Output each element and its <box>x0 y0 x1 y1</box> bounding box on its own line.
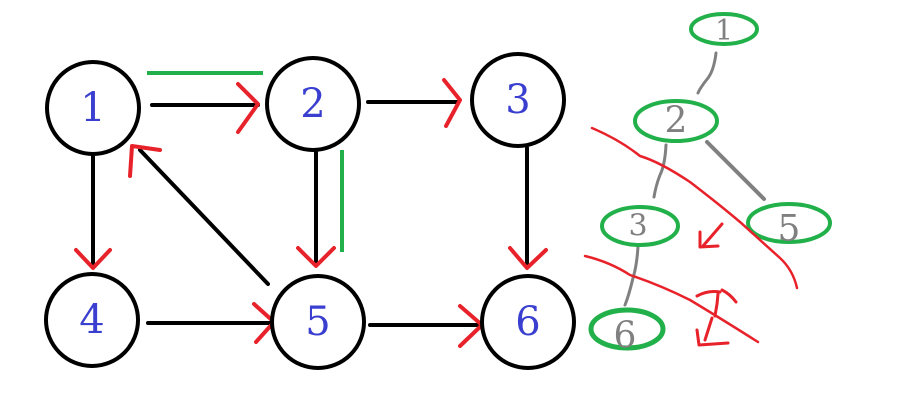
tree-edge-2-3 <box>652 143 668 199</box>
graph-edges <box>91 100 529 327</box>
node-label: 6 <box>515 299 540 345</box>
arrowhead-2-3 <box>442 78 462 128</box>
node-label: 2 <box>665 101 688 142</box>
node-label: 1 <box>715 14 733 47</box>
strike-line-lower <box>583 254 760 344</box>
node-label: 3 <box>505 77 530 123</box>
node-label: 3 <box>628 209 647 244</box>
tree-node-2: 2 <box>633 99 719 143</box>
graph-node-5: 5 <box>270 274 366 370</box>
tree-edge-3-6 <box>623 244 640 307</box>
arrowhead-5-1 <box>128 144 162 178</box>
tree-node-5: 5 <box>746 202 832 250</box>
tree-node-3: 3 <box>600 205 680 247</box>
graph-node-1: 1 <box>45 60 141 156</box>
arrowhead-3-6 <box>508 246 548 270</box>
graph-node-2: 2 <box>265 56 361 152</box>
tree-edge-2-5 <box>705 140 766 201</box>
arrowhead-1-2 <box>236 82 260 134</box>
arrowhead-2-5 <box>296 246 336 268</box>
edge-5-1 <box>138 148 270 286</box>
arrowhead-1-4 <box>74 248 112 270</box>
backtrack-arrow-lower-icon <box>695 288 738 347</box>
node-label: 5 <box>778 209 801 250</box>
node-label: 4 <box>79 297 104 343</box>
graph-node-4: 4 <box>44 272 140 368</box>
tree-node-6: 6 <box>588 307 666 357</box>
backtrack-arrow-upper-icon <box>698 222 724 249</box>
node-label: 1 <box>80 85 105 131</box>
node-label: 2 <box>300 81 325 127</box>
traversal-tree: 1 2 3 5 6 <box>588 12 832 357</box>
tree-node-1: 1 <box>689 12 759 47</box>
node-label: 6 <box>614 316 637 357</box>
node-label: 5 <box>305 299 330 345</box>
graph-node-6: 6 <box>480 274 576 370</box>
backtrack-annotations <box>583 126 799 347</box>
strike-line-upper <box>590 126 799 290</box>
graph-node-3: 3 <box>470 52 566 148</box>
tree-edge-1-2 <box>696 51 718 95</box>
